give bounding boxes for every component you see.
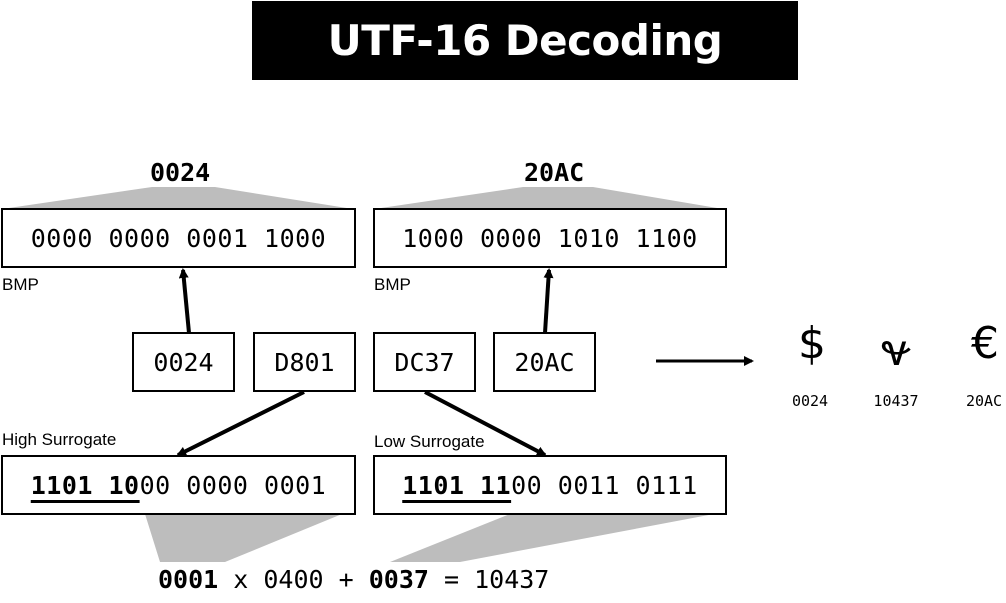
low-surrogate-box: 1101 1100 0011 0111: [373, 455, 727, 515]
arrow-d801-to-high: [176, 390, 305, 457]
high-surrogate-binary: 1101 1000 0000 0001: [31, 471, 326, 500]
output-glyph-dollar: $: [798, 318, 826, 369]
low-surrogate-prefix: 1101 11: [402, 470, 512, 500]
bmp-left-header: 0024: [150, 158, 211, 187]
output-codepoint-0024: 0024: [791, 392, 829, 410]
code-unit-0024: 0024: [132, 332, 235, 392]
code-unit-text: 20AC: [514, 347, 575, 377]
high-surrogate-label: High Surrogate: [2, 430, 117, 449]
formula-low: 0037: [368, 565, 429, 594]
code-unit-text: DC37: [394, 347, 455, 377]
bmp-right-header: 20AC: [524, 158, 585, 187]
high-surrogate-box: 1101 1000 0000 0001: [1, 455, 356, 515]
bmp-right-box: 1000 0000 1010 1100: [373, 208, 727, 268]
title-banner: UTF-16 Decoding: [252, 1, 798, 80]
low-surrogate-wedge: [390, 514, 714, 562]
high-surrogate-rest: 00 0000 0001: [139, 470, 327, 500]
formula-result: = 10437: [428, 565, 550, 594]
output-codepoint-20ac: 20AC: [965, 392, 1003, 410]
formula-op1: x 0400 +: [218, 565, 369, 594]
high-surrogate-prefix: 1101 10: [30, 470, 140, 500]
output-glyph-euro: €: [971, 318, 999, 369]
code-unit-text: 0024: [153, 347, 214, 377]
bmp-left-header-wedge: [2, 187, 353, 209]
arrow-dc37-to-low: [424, 390, 547, 457]
bmp-right-binary: 1000 0000 1010 1100: [402, 223, 698, 253]
arrow-0024-to-bmp: [178, 268, 191, 334]
formula: 0001 x 0400 + 0037 = 10437: [158, 565, 549, 594]
high-surrogate-wedge: [145, 514, 342, 562]
output-glyph-deseret: 𐐷: [880, 325, 912, 376]
bmp-left-binary: 0000 0000 0001 1000: [30, 223, 327, 253]
bmp-right-label: BMP: [374, 275, 411, 294]
low-surrogate-rest: 00 0011 0111: [511, 470, 698, 500]
code-unit-20ac: 20AC: [493, 332, 596, 392]
bmp-right-header-wedge: [374, 187, 723, 209]
arrow-20ac-to-bmp: [543, 268, 554, 334]
code-unit-text: D801: [274, 347, 335, 377]
formula-high: 0001: [158, 565, 219, 594]
bmp-left-label: BMP: [2, 275, 39, 294]
output-codepoint-10437: 10437: [873, 392, 919, 410]
code-unit-dc37: DC37: [373, 332, 476, 392]
page-title: UTF-16 Decoding: [327, 16, 723, 65]
code-unit-d801: D801: [253, 332, 356, 392]
low-surrogate-label: Low Surrogate: [374, 432, 485, 451]
bmp-left-box: 0000 0000 0001 1000: [1, 208, 356, 268]
low-surrogate-binary: 1101 1100 0011 0111: [402, 471, 697, 500]
